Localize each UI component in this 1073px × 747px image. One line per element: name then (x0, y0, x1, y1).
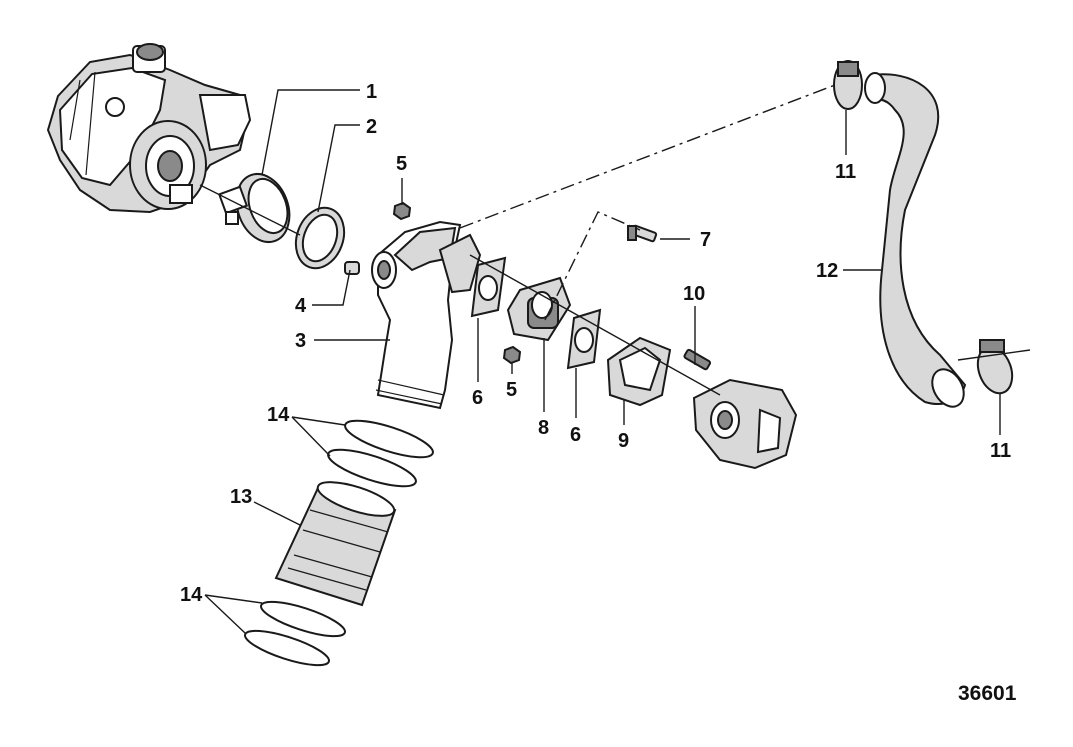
callout-2: 2 (366, 116, 377, 138)
callout-14-upper: 14 (267, 404, 290, 426)
callout-6-right: 6 (570, 424, 581, 446)
callout-9: 9 (618, 430, 629, 452)
assembly-axis-line (199, 184, 1031, 396)
hose-clamp-bottom (976, 339, 1014, 395)
pump-body (692, 378, 798, 470)
bellows-flange (506, 276, 572, 342)
callout-10: 10 (683, 283, 705, 305)
gasket-ring (294, 206, 346, 270)
callout-7: 7 (700, 229, 711, 251)
callout-11-bottom: 11 (990, 440, 1011, 462)
callout-3: 3 (295, 330, 306, 352)
stud-4 (344, 261, 360, 275)
callout-4: 4 (295, 295, 307, 317)
callout-8: 8 (538, 417, 549, 439)
stud-10 (683, 348, 712, 371)
callout-13: 13 (230, 486, 252, 508)
callout-1: 1 (366, 81, 377, 103)
clamp-ring-14-a (344, 419, 434, 459)
hose (864, 72, 967, 408)
housing (606, 336, 672, 407)
exhaust-elbow (371, 220, 482, 410)
callout-12: 12 (816, 260, 838, 282)
hose-clamp-top (833, 60, 863, 110)
bolt-7-dashed-line (544, 211, 641, 321)
gasket-6-right (566, 308, 602, 370)
turbocharger (46, 43, 252, 214)
coupling-sleeve (274, 481, 397, 607)
leader-lines (204, 89, 1001, 634)
bolt-7 (627, 224, 658, 243)
callout-14-lower: 14 (180, 584, 203, 606)
nut-5-upper (392, 201, 412, 221)
callout-11-top: 11 (835, 161, 856, 183)
callout-5-lower: 5 (506, 379, 517, 401)
callout-6-left: 6 (472, 387, 483, 409)
nut-5-lower (502, 345, 522, 365)
hose-connection-dashed-line (459, 84, 836, 229)
gasket-6-left (470, 256, 507, 318)
callout-5-upper: 5 (396, 153, 407, 175)
figure-number: 36601 (958, 682, 1017, 705)
v-band-clamp (217, 173, 291, 243)
clamp-ring-14-c (260, 600, 346, 638)
clamp-ring-14-d (244, 629, 330, 667)
